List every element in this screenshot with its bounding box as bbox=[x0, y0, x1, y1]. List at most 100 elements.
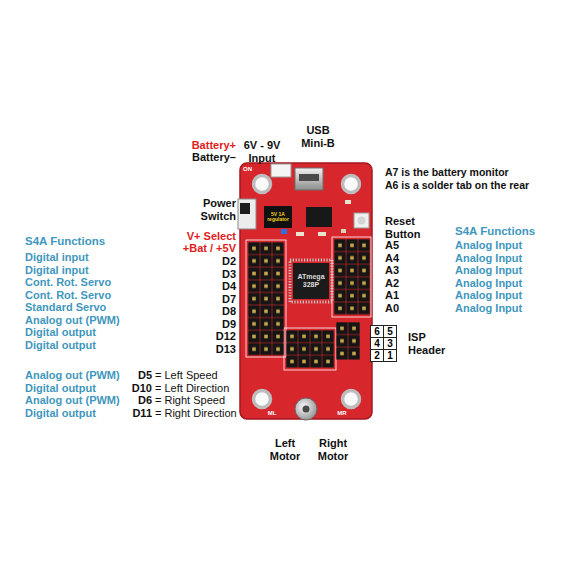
smd-part bbox=[341, 229, 346, 233]
part-label: ISP Header bbox=[408, 331, 453, 356]
switch-slider bbox=[240, 203, 250, 214]
node-text: 4 bbox=[374, 339, 380, 349]
regulator-chip: 5V 1A regulator bbox=[264, 206, 292, 228]
function-label: Analog Input bbox=[455, 252, 565, 265]
part-label: Left Motor bbox=[265, 437, 305, 462]
heading-label: S4A Functions bbox=[25, 235, 145, 248]
part-label: Battery– bbox=[166, 151, 236, 164]
power-label: Battery+ bbox=[166, 139, 236, 152]
usb-connector bbox=[295, 168, 323, 190]
pin-name: A2 bbox=[385, 277, 415, 290]
mounting-hole bbox=[254, 391, 271, 408]
function-label: Cont. Rot. Servo bbox=[25, 276, 145, 289]
function-label: Analog Input bbox=[455, 289, 565, 302]
pin-name: D8 bbox=[196, 305, 236, 318]
silkscreen-outline bbox=[284, 328, 336, 370]
capacitor-top bbox=[303, 406, 310, 413]
power-label: V+ Select bbox=[156, 230, 236, 243]
pin-name: D4 bbox=[196, 280, 236, 293]
pin-name: A3 bbox=[385, 264, 415, 277]
function-label: Standard Servo bbox=[25, 301, 145, 314]
pin-name: D10 bbox=[122, 382, 152, 395]
node-text: 5V 1A regulator bbox=[264, 212, 292, 223]
power-switch bbox=[238, 199, 256, 229]
pin-name: A0 bbox=[385, 302, 415, 315]
reset-button-cap bbox=[358, 217, 366, 225]
microcontroller-chip: ATmega 328P bbox=[293, 263, 329, 299]
pin-name: A5 bbox=[385, 239, 415, 252]
part-label: 6V - 9V Input bbox=[237, 139, 287, 164]
pin-description: = Right Direction bbox=[155, 407, 255, 420]
isp-pin-cell: 2 bbox=[370, 349, 384, 362]
mounting-hole bbox=[343, 176, 360, 193]
pin-description: = Right Speed bbox=[155, 394, 255, 407]
pin-name: D6 bbox=[122, 394, 152, 407]
motor-pin-header bbox=[286, 330, 334, 368]
pin-name: A4 bbox=[385, 252, 415, 265]
function-label: Digital output bbox=[25, 407, 145, 420]
node-text: 1 bbox=[387, 351, 393, 361]
function-label: Analog out (PWM) bbox=[25, 369, 145, 382]
silkscreen-text: MR bbox=[334, 410, 350, 417]
function-label: Digital input bbox=[25, 251, 145, 264]
pin-name: D7 bbox=[196, 293, 236, 306]
note-text: A6 is a solder tab on the rear bbox=[385, 179, 580, 192]
usb-adapter-chip bbox=[306, 207, 332, 227]
node-text: 3 bbox=[387, 339, 393, 349]
pin-description: = Left Direction bbox=[155, 382, 255, 395]
function-label: Analog out (PWM) bbox=[25, 314, 145, 327]
mounting-hole bbox=[254, 176, 271, 193]
function-label: Analog Input bbox=[455, 277, 565, 290]
silkscreen-outline bbox=[332, 237, 371, 317]
silkscreen-text: ON bbox=[243, 166, 257, 173]
silkscreen-text: ML bbox=[264, 410, 280, 417]
usb-port bbox=[299, 174, 319, 181]
status-led bbox=[281, 229, 287, 234]
isp-pin-header bbox=[336, 322, 360, 360]
pin-name: A1 bbox=[385, 289, 415, 302]
function-label: Digital output bbox=[25, 382, 145, 395]
function-label: Analog Input bbox=[455, 302, 565, 315]
node-text: 6 bbox=[374, 327, 380, 337]
function-label: Digital output bbox=[25, 326, 145, 339]
smd-part bbox=[296, 232, 304, 236]
pin-header bbox=[248, 242, 284, 355]
pin-description: = Left Speed bbox=[155, 369, 255, 382]
pin-name: D2 bbox=[196, 255, 236, 268]
smd-part bbox=[345, 200, 351, 204]
function-label: Analog Input bbox=[455, 239, 565, 252]
pin-name: D3 bbox=[196, 268, 236, 281]
pin-name: D13 bbox=[196, 343, 236, 356]
chip-legs bbox=[290, 260, 332, 302]
function-label: Digital output bbox=[25, 339, 145, 352]
function-label: Digital input bbox=[25, 264, 145, 277]
power-label: +Bat / +5V bbox=[156, 242, 236, 255]
part-label: Power Switch bbox=[188, 197, 236, 222]
pin-header bbox=[334, 239, 370, 315]
pin-name: D5 bbox=[122, 369, 152, 382]
silkscreen-outline bbox=[246, 240, 286, 357]
smd-part bbox=[318, 232, 326, 236]
mounting-hole bbox=[343, 391, 360, 408]
function-label: Cont. Rot. Servo bbox=[25, 289, 145, 302]
reset-button bbox=[354, 213, 369, 228]
part-label: Reset Button bbox=[385, 215, 433, 240]
pin-name: D9 bbox=[196, 318, 236, 331]
node-text: 5 bbox=[387, 327, 393, 337]
battery-terminal bbox=[271, 164, 291, 177]
function-label: Analog out (PWM) bbox=[25, 394, 145, 407]
pin-name: D12 bbox=[196, 330, 236, 343]
node-text: ATmega 328P bbox=[293, 273, 329, 289]
node-text: 2 bbox=[374, 351, 380, 361]
isp-pin-cell: 1 bbox=[383, 349, 397, 362]
note-text: A7 is the battery monitor bbox=[385, 166, 580, 179]
pcb-board bbox=[240, 163, 372, 419]
capacitor bbox=[295, 398, 317, 420]
heading-label: S4A Functions bbox=[455, 225, 575, 238]
part-label: USB Mini-B bbox=[296, 124, 340, 149]
pin-name: D11 bbox=[122, 407, 152, 420]
function-label: Analog Input bbox=[455, 264, 565, 277]
part-label: Right Motor bbox=[311, 437, 355, 462]
